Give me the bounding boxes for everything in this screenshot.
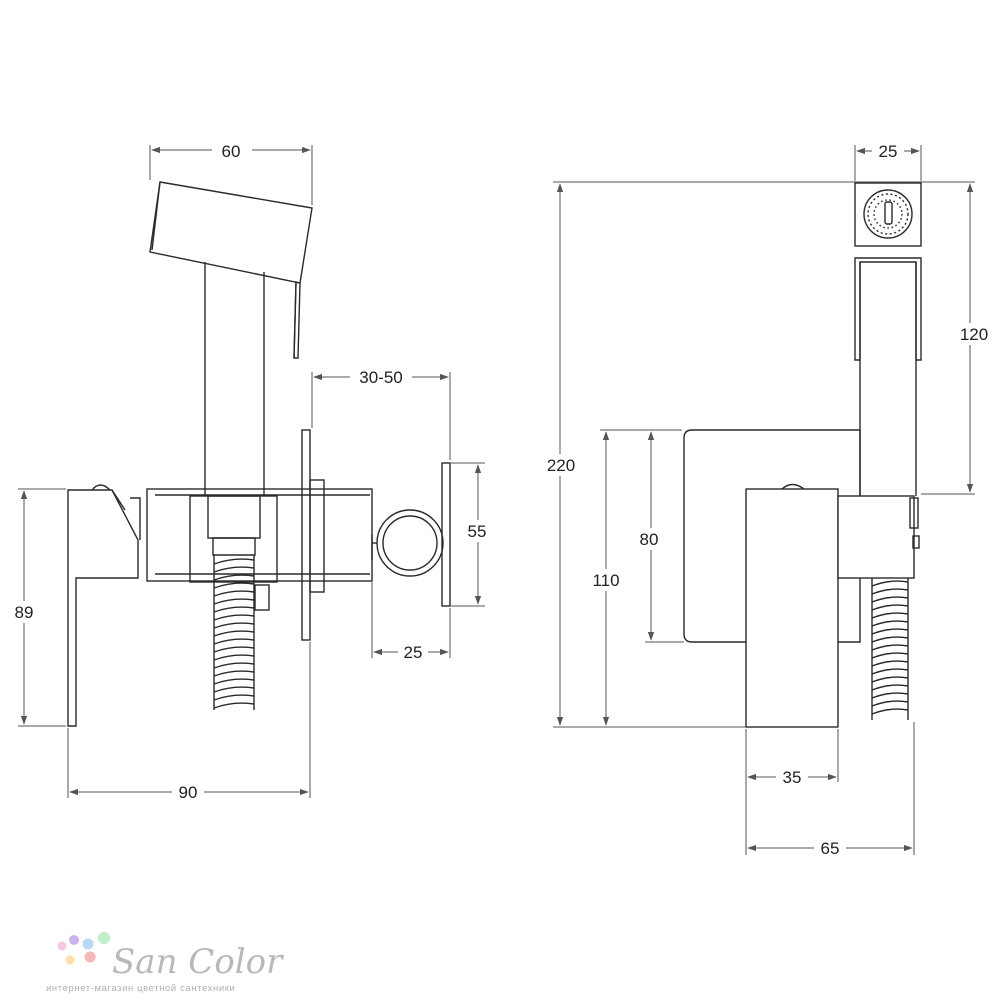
brand-logo: San Color интернет-магазин цветной санте… (46, 932, 284, 994)
hose-coil (213, 686, 255, 693)
hose-coil (871, 644, 909, 651)
hose-coil (213, 606, 255, 613)
logo-dot (65, 955, 75, 965)
hose-coil (213, 614, 255, 621)
hose-coil (871, 604, 909, 611)
hose-coil (213, 574, 255, 581)
logo-dot (69, 935, 79, 945)
hose-coil (871, 652, 909, 659)
wall-plate-front (683, 429, 861, 643)
hose-coil (871, 636, 909, 643)
front-view (553, 145, 975, 855)
hose-coil (213, 646, 255, 653)
hose-coil (871, 628, 909, 635)
mixer-lever (67, 484, 141, 727)
dim-label-220: 220 (547, 456, 575, 475)
hose-coil (213, 622, 255, 629)
hose-coil (213, 630, 255, 637)
handshower-handle (204, 262, 265, 496)
hose-coil (871, 684, 909, 691)
hose-coil (871, 708, 909, 715)
logo-dot (98, 932, 110, 944)
hose-side (213, 555, 255, 710)
hose-coil (213, 662, 255, 669)
label-backgrounds (8, 140, 992, 859)
logo-dots (57, 932, 110, 965)
handshower-head (149, 181, 313, 359)
dim-label-60: 60 (222, 142, 241, 161)
dim-label-30-50: 30-50 (359, 368, 402, 387)
hose-coil (871, 660, 909, 667)
hose-coil (213, 566, 255, 573)
mixer-body-front (745, 483, 920, 728)
dim-label-89: 89 (15, 603, 34, 622)
dim-label-90: 90 (179, 783, 198, 802)
hose-coil (213, 590, 255, 597)
handshower-front (854, 182, 922, 496)
hose-coil (871, 596, 909, 603)
hose-coil (213, 598, 255, 605)
hose-coil (871, 620, 909, 627)
dim-label-80: 80 (640, 530, 659, 549)
dim-label-55: 55 (468, 522, 487, 541)
dim-label-110: 110 (592, 571, 619, 590)
hose-coil (871, 668, 909, 675)
dim-label-35: 35 (783, 768, 802, 787)
hose-coil (213, 702, 255, 709)
dim-label-65: 65 (821, 839, 840, 858)
hose-coil (213, 670, 255, 677)
logo-tagline: интернет-магазин цветной сантехники (46, 983, 235, 994)
side-dimension-lines (18, 145, 485, 798)
wall-plate (301, 429, 311, 641)
hose-coil (213, 654, 255, 661)
logo-wordmark: San Color (112, 942, 284, 982)
dim-label-25-holder: 25 (404, 643, 423, 662)
logo-dot (84, 951, 96, 963)
hose-coil (871, 700, 909, 707)
hose-coil (213, 582, 255, 589)
dim-label-120: 120 (960, 325, 988, 344)
logo-dot (57, 941, 67, 951)
hose-coil (213, 558, 255, 565)
dim-label-25-head: 25 (879, 142, 898, 161)
hose-coil (871, 588, 909, 595)
dimension-labels: 60 30-50 55 25 89 90 25 220 120 110 80 3… (15, 142, 989, 858)
hose-front (871, 578, 909, 720)
hose-coil (213, 638, 255, 645)
side-view (18, 145, 485, 798)
hose-coil (871, 580, 909, 587)
mixer-body (146, 479, 373, 611)
hose-coil (871, 676, 909, 683)
hose-coil (213, 678, 255, 685)
hose-coil (871, 612, 909, 619)
logo-dot (82, 938, 94, 950)
shower-holder (371, 462, 451, 607)
hose-coil (213, 694, 255, 701)
hose-coil (871, 692, 909, 699)
